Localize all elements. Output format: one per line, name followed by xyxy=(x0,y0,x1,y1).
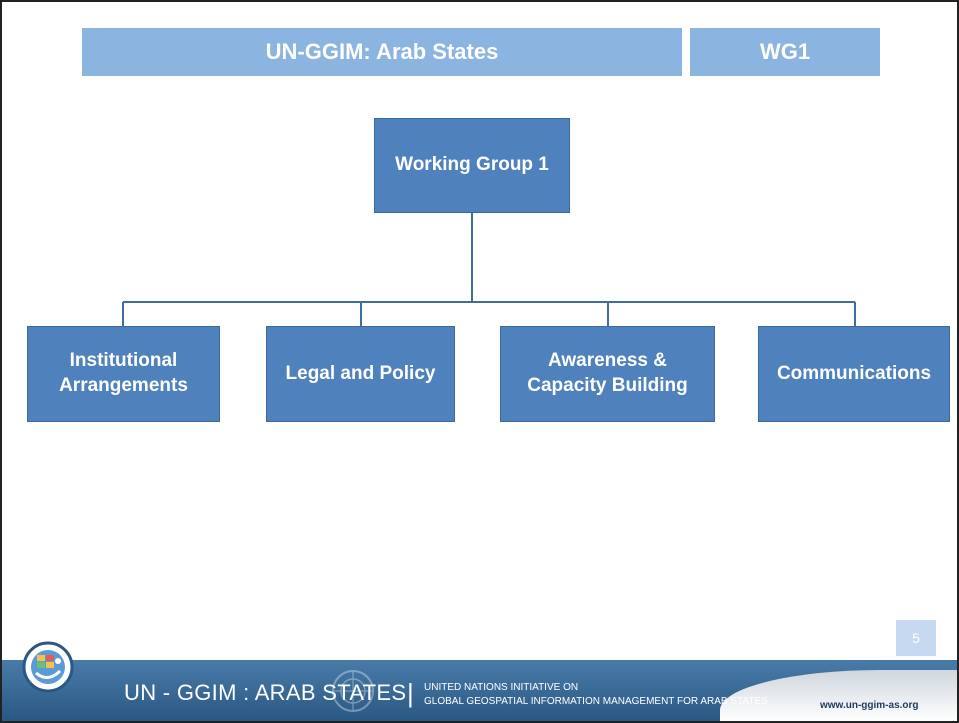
org-node-label-line1: Legal and Policy xyxy=(285,362,436,384)
footer-subtitle: UNITED NATIONS INITIATIVE ON GLOBAL GEOS… xyxy=(424,681,768,708)
footer-title: UN - GGIM : ARAB STATES xyxy=(124,680,407,705)
org-node-root: Working Group 1 xyxy=(374,118,570,213)
org-node-label-line1: Communications xyxy=(776,362,932,384)
footer-subtitle-line1: UNITED NATIONS INITIATIVE ON xyxy=(424,682,579,693)
org-node-label-line1: Institutional xyxy=(69,350,178,372)
org-node-label-line2: Arrangements xyxy=(59,375,188,396)
org-node-root-label: Working Group 1 xyxy=(395,154,549,176)
header-title: UN-GGIM: Arab States xyxy=(265,39,499,64)
org-node-communications: Communications xyxy=(758,326,950,422)
org-node-awareness-capacity-building: Awareness & Capacity Building xyxy=(500,326,715,422)
header-tag: WG1 xyxy=(759,39,811,64)
header-tag-bar: WG1 xyxy=(690,28,880,76)
footer-url: www.un-ggim-as.org xyxy=(820,700,919,711)
header-title-bar: UN-GGIM: Arab States xyxy=(82,28,682,76)
un-emblem-icon xyxy=(332,670,374,712)
footer-separator: | xyxy=(407,678,414,708)
org-node-label-line1: Awareness & xyxy=(548,350,667,372)
org-node-legal-and-policy: Legal and Policy xyxy=(266,326,455,422)
page-number-text: 5 xyxy=(912,630,920,646)
page-number: 5 xyxy=(896,620,936,656)
footer-subtitle-line2: GLOBAL GEOSPATIAL INFORMATION MANAGEMENT… xyxy=(424,695,768,707)
org-node-institutional-arrangements: Institutional Arrangements xyxy=(27,326,220,422)
org-node-label-line2: Capacity Building xyxy=(527,375,688,396)
un-ggim-arab-states-logo-icon xyxy=(22,641,74,693)
